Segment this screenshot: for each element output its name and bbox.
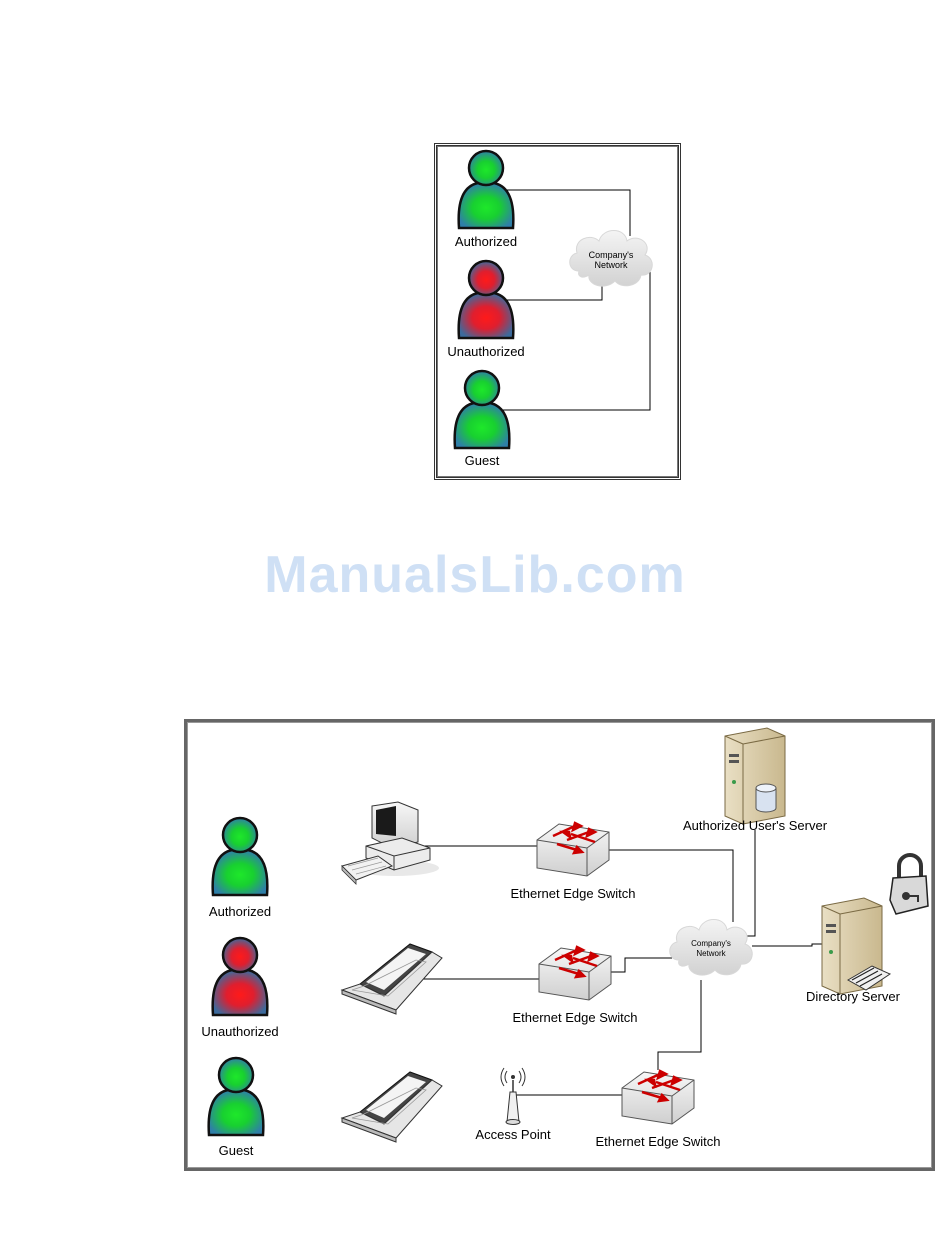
user-label-guest: Guest	[465, 453, 500, 468]
switch-icon	[539, 947, 611, 1000]
desktop-icon	[342, 802, 439, 884]
bottom-connectors	[390, 830, 840, 1095]
switch-label: Ethernet Edge Switch	[512, 1010, 637, 1025]
laptop-icon	[342, 1072, 442, 1142]
user-label-unauthorized: Unauthorized	[447, 344, 524, 359]
person-icon-unauthorized	[213, 938, 268, 1015]
user-label-unauthorized: Unauthorized	[201, 1024, 278, 1039]
watermark: ManualsLib.com	[0, 545, 950, 605]
cloud-label: Company's Network	[585, 250, 637, 270]
person-icon-authorized	[213, 818, 268, 895]
person-icon-guest	[455, 371, 510, 448]
user-label-authorized: Authorized	[455, 234, 517, 249]
database-icon	[756, 784, 776, 812]
person-icon-guest	[209, 1058, 264, 1135]
switch-label: Ethernet Edge Switch	[510, 886, 635, 901]
access-point-icon	[501, 1068, 525, 1125]
server-icon	[725, 728, 785, 824]
padlock-icon	[890, 855, 928, 914]
user-label-guest: Guest	[219, 1143, 254, 1158]
person-icon-authorized	[459, 151, 514, 228]
switch-icon	[622, 1071, 694, 1124]
switch-icon	[537, 823, 609, 876]
directory-server-label: Directory Server	[806, 989, 900, 1004]
cloud-label: Company's Network	[683, 939, 739, 959]
auth-server-label: Authorized User's Server	[683, 818, 827, 833]
access-point-label: Access Point	[475, 1127, 550, 1142]
switch-label: Ethernet Edge Switch	[595, 1134, 720, 1149]
person-icon-unauthorized	[459, 261, 514, 338]
user-label-authorized: Authorized	[209, 904, 271, 919]
